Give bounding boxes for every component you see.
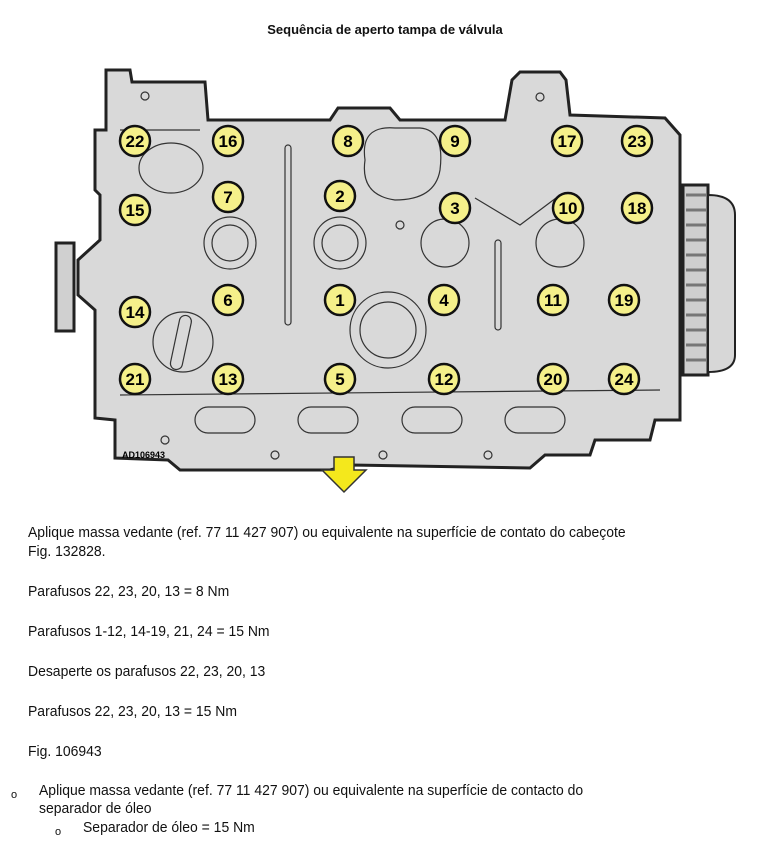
paragraph-step-1: Parafusos 22, 23, 20, 13 = 8 Nm: [28, 583, 230, 600]
bolt-number: 23: [628, 132, 647, 151]
paragraph-step-4: Parafusos 22, 23, 20, 13 = 15 Nm: [28, 703, 238, 720]
bolt-number: 21: [126, 370, 145, 389]
figure-ref-132828: Fig. 132828.: [28, 543, 106, 560]
page-title: Sequência de aperto tampa de válvula: [267, 22, 503, 37]
sub-list-item: Separador de óleo = 15 Nm: [83, 819, 255, 836]
bolt-12: 12: [427, 362, 461, 396]
bolt-circle: [323, 283, 357, 317]
bolt-circle: [211, 283, 245, 317]
bolt-circle: [323, 179, 357, 213]
bolt-number: 5: [335, 370, 344, 389]
bolt-5: 5: [323, 362, 357, 396]
bolt-15: 15: [118, 193, 152, 227]
bolt-number: 19: [615, 291, 634, 310]
bolt-number: 14: [126, 303, 145, 322]
bolt-number: 24: [615, 370, 634, 389]
bolt-22: 22: [118, 124, 152, 158]
bolt-number: 15: [126, 201, 145, 220]
paragraph-step-3: Desaperte os parafusos 22, 23, 20, 13: [28, 663, 266, 680]
bolt-circle: [620, 191, 654, 225]
bolt-4: 4: [427, 283, 461, 317]
bolt-number: 9: [450, 132, 459, 151]
bolt-circle: [331, 124, 365, 158]
bolt-circle: [323, 362, 357, 396]
figure-ref-106943: Fig. 106943: [28, 743, 102, 760]
bolt-number: 10: [559, 199, 578, 218]
bolt-circle: [620, 124, 654, 158]
bolt-circle: [607, 362, 641, 396]
bolt-number: 17: [558, 132, 577, 151]
bolt-number: 2: [335, 187, 344, 206]
bolt-17: 17: [550, 124, 584, 158]
bolt-circle: [211, 362, 245, 396]
bolt-number: 12: [435, 370, 454, 389]
gear-teeth: [686, 193, 706, 362]
bolt-circle: [536, 362, 570, 396]
bolt-circle: [118, 362, 152, 396]
list-item-line-1: Aplique massa vedante (ref. 77 11 427 90…: [39, 782, 584, 799]
bolt-circle: [211, 180, 245, 214]
bolt-19: 19: [607, 283, 641, 317]
bolt-circle: [118, 295, 152, 329]
bolt-8: 8: [331, 124, 365, 158]
bolt-number: 1: [335, 291, 344, 310]
direction-arrow-icon: [320, 456, 368, 494]
bolt-7: 7: [211, 180, 245, 214]
bolt-16: 16: [211, 124, 245, 158]
paragraph-step-2: Parafusos 1-12, 14-19, 21, 24 = 15 Nm: [28, 623, 270, 640]
bolt-24: 24: [607, 362, 641, 396]
bolt-circle: [211, 124, 245, 158]
bolt-number: 3: [450, 199, 459, 218]
bolt-circle: [438, 124, 472, 158]
bolt-number: 20: [544, 370, 563, 389]
bolt-number: 16: [219, 132, 238, 151]
bolt-circle: [427, 283, 461, 317]
bolt-number: 18: [628, 199, 647, 218]
bolt-circle: [550, 124, 584, 158]
bolt-number: 13: [219, 370, 238, 389]
bolt-13: 13: [211, 362, 245, 396]
bolt-23: 23: [620, 124, 654, 158]
paragraph-sealant: Aplique massa vedante (ref. 77 11 427 90…: [28, 524, 626, 541]
bolt-3: 3: [438, 191, 472, 225]
bolt-10: 10: [551, 191, 585, 225]
bolt-number: 22: [126, 132, 145, 151]
bolt-6: 6: [211, 283, 245, 317]
bullet-icon: o: [11, 789, 18, 801]
bolt-9: 9: [438, 124, 472, 158]
bolt-number: 4: [439, 291, 449, 310]
list-item-line-2: separador de óleo: [39, 800, 152, 817]
bolt-number: 6: [223, 291, 232, 310]
figure-code: AD106943: [122, 450, 165, 460]
bolt-1: 1: [323, 283, 357, 317]
bolt-18: 18: [620, 191, 654, 225]
bolt-circle: [118, 124, 152, 158]
bolt-circle: [427, 362, 461, 396]
bolt-circle: [551, 191, 585, 225]
sub-bullet-icon: o: [55, 826, 62, 838]
bolt-20: 20: [536, 362, 570, 396]
bolt-number: 8: [343, 132, 352, 151]
bolt-11: 11: [536, 283, 570, 317]
bolt-number: 11: [544, 291, 562, 310]
bolt-circle: [438, 191, 472, 225]
bolt-circle: [118, 193, 152, 227]
bolt-number: 7: [223, 188, 232, 207]
bolt-21: 21: [118, 362, 152, 396]
bolt-2: 2: [323, 179, 357, 213]
bolt-circle: [607, 283, 641, 317]
bolt-14: 14: [118, 295, 152, 329]
bolt-circle: [536, 283, 570, 317]
